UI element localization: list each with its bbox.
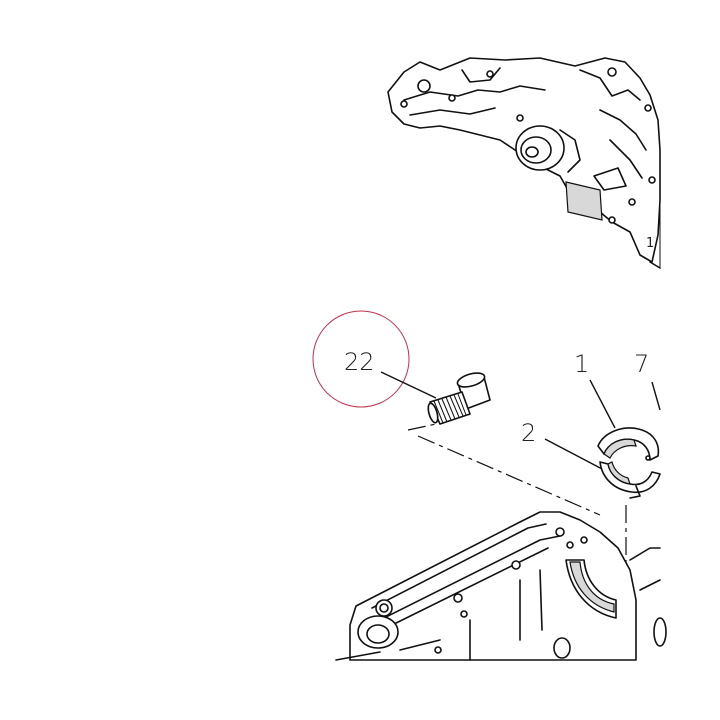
main-bearing-shells — [597, 427, 661, 499]
threaded-plug-screw — [427, 372, 491, 425]
callout-2: 2 — [521, 419, 536, 447]
upper-engine-assembly: 1 — [387, 57, 661, 269]
leader-1 — [589, 379, 616, 429]
leader-7 — [651, 381, 661, 411]
callout-22: 22 — [344, 348, 375, 376]
leader-22 — [380, 371, 437, 399]
axis-line-diagonal — [417, 435, 601, 516]
axis-line-screw — [407, 423, 437, 431]
leader-2 — [544, 438, 605, 471]
callout-1: 1 — [574, 350, 589, 378]
callout-7: 7 — [634, 350, 649, 378]
highlight-circle — [312, 310, 410, 408]
block-mark-label: 1 — [646, 236, 654, 251]
lower-crankcase-assembly — [335, 511, 667, 661]
